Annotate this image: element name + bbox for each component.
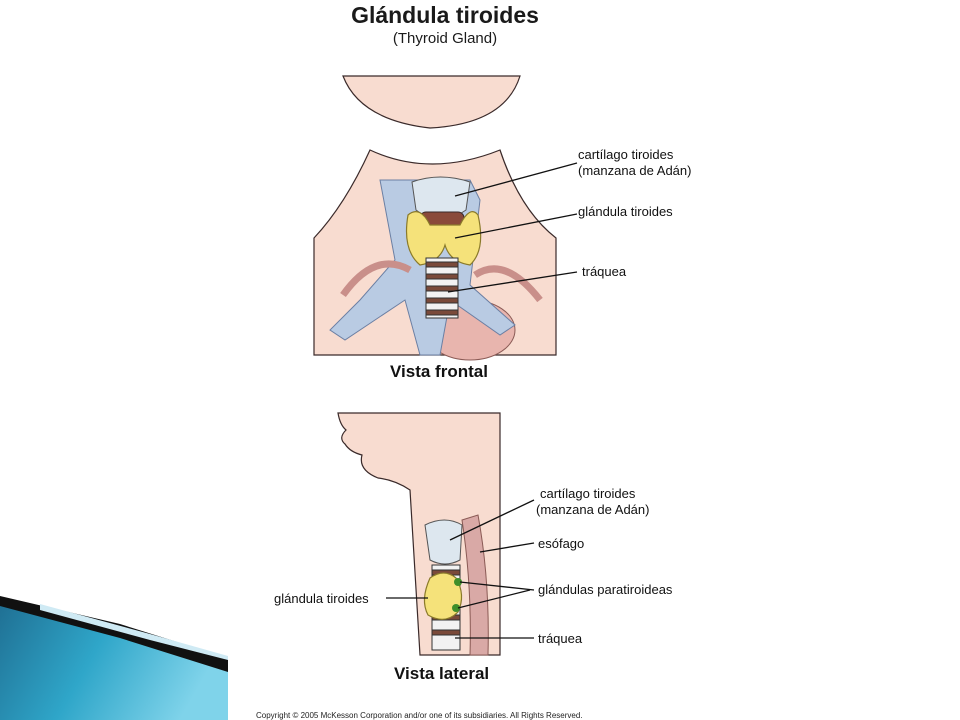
lateral-label-esophagus: esófago xyxy=(538,536,585,551)
frontal-leader-lines xyxy=(447,162,578,293)
lateral-parathyroid-lower xyxy=(452,604,460,612)
frontal-view-caption: Vista frontal xyxy=(390,362,488,381)
frontal-label-gland: glándula tiroides xyxy=(578,204,673,219)
black-swoosh xyxy=(0,596,228,672)
teal-wave-shape xyxy=(0,600,228,720)
lateral-parathyroid-upper xyxy=(454,578,462,586)
light-swoosh xyxy=(40,604,228,660)
lateral-esophagus xyxy=(461,514,489,656)
frontal-thyroid-gland xyxy=(405,211,482,266)
frontal-label-cartilage-line1: cartílago tiroides xyxy=(578,147,674,162)
lateral-label-cartilage-line1: cartílago tiroides xyxy=(540,486,636,501)
frontal-arteries xyxy=(340,260,543,303)
lateral-label-trachea: tráquea xyxy=(538,631,583,646)
copyright-notice: Copyright © 2005 McKesson Corporation an… xyxy=(256,711,583,720)
frontal-chin xyxy=(342,75,521,129)
lateral-label-gland: glándula tiroides xyxy=(274,591,369,606)
lateral-thyroid-cartilage xyxy=(424,519,463,565)
lateral-label-cartilage-line2: (manzana de Adán) xyxy=(536,502,650,517)
diagram-title: Glándula tiroides xyxy=(351,2,539,28)
frontal-label-cartilage-line2: (manzana de Adán) xyxy=(578,163,692,178)
lateral-view-caption: Vista lateral xyxy=(394,664,490,683)
lateral-leader-lines xyxy=(386,499,535,639)
diagram-subtitle: (Thyroid Gland) xyxy=(392,30,498,47)
frontal-trachea xyxy=(425,257,459,319)
frontal-label-trachea: tráquea xyxy=(582,264,627,279)
lateral-label-parathyroid: glándulas paratiroideas xyxy=(538,582,673,597)
